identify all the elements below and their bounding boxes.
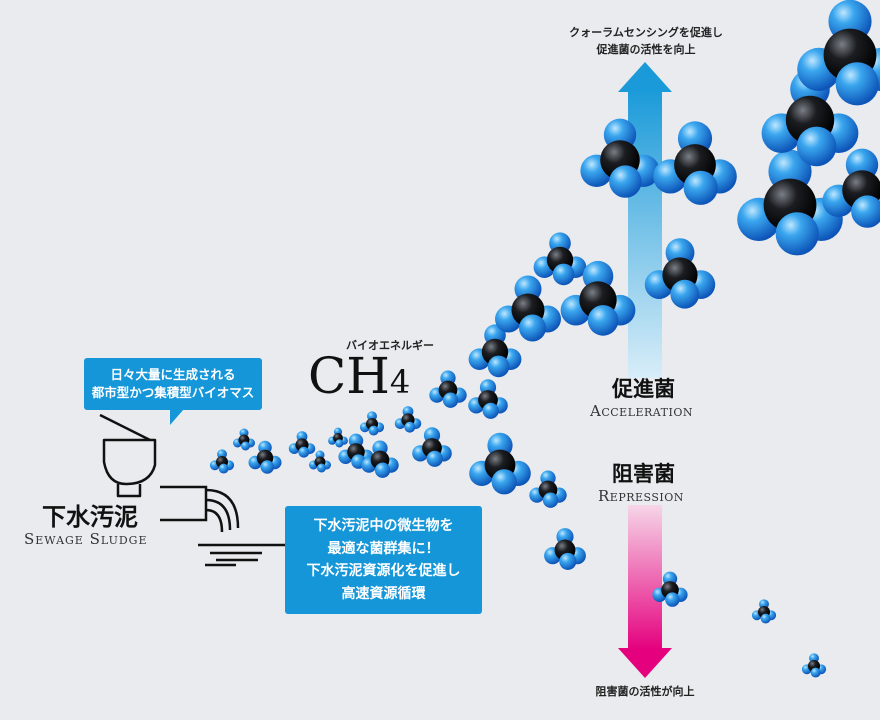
acceleration-note-line1: クォーラムセンシングを促進し bbox=[569, 26, 723, 39]
repression-label-en: Repression bbox=[598, 487, 684, 505]
resource-callout: 下水汚泥中の微生物を 最適な菌群集に！ 下水汚泥資源化を促進し 高速資源循環 bbox=[285, 506, 482, 614]
resource-callout-line4: 高速資源循環 bbox=[341, 585, 426, 602]
drain-pipe-icon bbox=[160, 485, 290, 567]
methane-formula-sub: 4 bbox=[389, 363, 411, 401]
resource-callout-line3: 下水汚泥資源化を促進し bbox=[306, 563, 461, 579]
biomass-callout-line2: 都市型かつ集積型バイオマス bbox=[91, 385, 255, 400]
methane-formula: CH4 bbox=[308, 346, 410, 412]
methane-formula-main: CH bbox=[308, 347, 390, 405]
repression-note: 阻害菌の活性が向上 bbox=[595, 685, 695, 698]
acceleration-label-en: Acceleration bbox=[590, 402, 693, 420]
acceleration-arrow bbox=[618, 62, 672, 378]
sewage-label-jp: 下水汚泥 bbox=[42, 503, 138, 531]
repression-arrow bbox=[618, 505, 672, 678]
repression-label-jp: 阻害菌 bbox=[612, 462, 675, 486]
bioenergy-ruby: バイオエネルギー bbox=[346, 339, 434, 352]
toilet-icon bbox=[99, 413, 157, 498]
acceleration-label-jp: 促進菌 bbox=[612, 377, 675, 401]
resource-callout-line1: 下水汚泥中の微生物を bbox=[313, 518, 454, 534]
callout-tail bbox=[170, 409, 184, 425]
acceleration-note-line2: 促進菌の活性を向上 bbox=[596, 43, 696, 56]
sewage-label-en: Sewage Sludge bbox=[24, 530, 148, 548]
resource-callout-line2: 最適な菌群集に！ bbox=[327, 540, 440, 557]
acceleration-note: クォーラムセンシングを促進し 促進菌の活性を向上 bbox=[548, 24, 744, 58]
biomass-callout-line1: 日々大量に生成される bbox=[110, 367, 236, 382]
biomass-callout: 日々大量に生成される 都市型かつ集積型バイオマス bbox=[84, 358, 262, 425]
